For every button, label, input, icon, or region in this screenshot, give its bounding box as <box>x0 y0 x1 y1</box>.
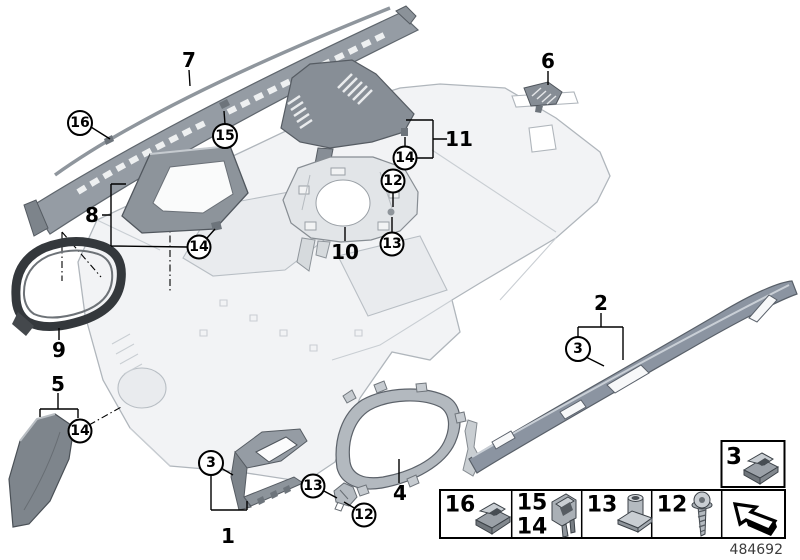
legend-box-3[interactable]: 3 <box>720 440 786 488</box>
cage-nut-icon <box>616 494 654 533</box>
callout-circle-13-bottom[interactable]: 13 <box>300 473 326 499</box>
part-5-end-cap <box>8 413 75 528</box>
callout-circle-3-right[interactable]: 3 <box>565 336 591 362</box>
callout-circle-15[interactable]: 15 <box>212 123 238 149</box>
screw-icon <box>691 491 713 537</box>
callout-label-8[interactable]: 8 <box>85 203 99 227</box>
legend-cell-13[interactable]: 13 <box>587 493 654 533</box>
callout-circle-12-bottom-label[interactable]: 12 <box>354 507 373 523</box>
legend-cell-12[interactable]: 12 <box>657 491 713 537</box>
callout-circle-14-mid[interactable]: 14 <box>186 234 212 260</box>
part-2-trim-strip <box>468 280 798 474</box>
legend-cell-15-14[interactable]: 15 14 <box>517 491 577 540</box>
spring-clip-icon <box>551 493 577 538</box>
bracket-11 <box>406 119 447 159</box>
callout-label-6[interactable]: 6 <box>541 49 555 73</box>
leader-3-right <box>585 356 605 367</box>
part-8-hood-trim <box>121 145 249 234</box>
callout-label-2[interactable]: 2 <box>594 291 608 315</box>
page-arrow-icon[interactable] <box>732 502 778 536</box>
callout-circle-3-left[interactable]: 3 <box>198 450 224 476</box>
callout-circle-13-center[interactable]: 13 <box>379 231 405 257</box>
callout-circle-16[interactable]: 16 <box>67 110 93 136</box>
part-9-seal-ring <box>11 237 126 336</box>
clip-target-14-mid <box>211 221 222 231</box>
callout-label-7[interactable]: 7 <box>182 48 196 72</box>
leader-14-left <box>88 405 124 426</box>
bracket-2 <box>577 313 624 360</box>
leader-7 <box>188 69 191 87</box>
part-4-cluster-surround <box>335 380 467 497</box>
callout-label-4[interactable]: 4 <box>393 481 407 505</box>
leader-15 <box>223 110 226 125</box>
callout-circle-12-center-label[interactable]: 12 <box>383 173 402 189</box>
leader-16 <box>90 126 111 140</box>
legend-table: 16 15 14 13 <box>439 489 786 540</box>
callout-circle-14-top-label[interactable]: 14 <box>395 150 415 166</box>
projection-lines-part9 <box>61 231 102 281</box>
legend-cell-13-label[interactable]: 13 <box>587 493 618 518</box>
clip-target-14-top <box>401 128 408 136</box>
clamp-clip-icon <box>742 452 780 485</box>
legend-cell-16[interactable]: 16 <box>445 493 512 535</box>
legend-cell-continue[interactable] <box>732 502 778 536</box>
callout-circle-15-label[interactable]: 15 <box>215 128 234 144</box>
callout-circle-16-label[interactable]: 16 <box>70 115 89 131</box>
legend-cell-16-label[interactable]: 16 <box>445 493 476 518</box>
callout-label-5[interactable]: 5 <box>51 372 65 396</box>
bracket-5 <box>39 393 79 418</box>
part-10-carrier-bracket <box>282 156 419 272</box>
callout-circle-13-bottom-label[interactable]: 13 <box>303 478 322 494</box>
callout-circle-14-mid-label[interactable]: 14 <box>189 239 209 255</box>
callout-circle-13-center-label[interactable]: 13 <box>382 236 401 252</box>
drawing-number: 484692 <box>730 542 783 558</box>
legend-cell-14-label[interactable]: 14 <box>517 515 548 540</box>
legend-box-3-label[interactable]: 3 <box>726 444 742 470</box>
callout-circle-3-left-label[interactable]: 3 <box>206 455 216 471</box>
leader-14-mid <box>206 228 216 239</box>
callout-circle-12-center[interactable]: 12 <box>380 168 406 194</box>
callout-circle-12-bottom[interactable]: 12 <box>351 502 377 528</box>
leader-13-bottom <box>321 489 338 499</box>
callout-label-1[interactable]: 1 <box>221 524 235 548</box>
leader-3-left <box>220 467 234 476</box>
callout-circle-14-left-label[interactable]: 14 <box>70 423 90 439</box>
callout-circle-14-left[interactable]: 14 <box>67 418 93 444</box>
callout-label-9[interactable]: 9 <box>52 338 66 362</box>
bracket-8 <box>102 183 188 248</box>
part-1-knee-trim <box>230 428 308 511</box>
latch-bracket-part <box>333 482 358 512</box>
screw-boss-target <box>387 208 395 216</box>
clamp-clip-icon <box>474 502 512 535</box>
callout-label-11[interactable]: 11 <box>445 127 473 151</box>
bracket-1 <box>210 475 248 511</box>
callout-circle-3-right-label[interactable]: 3 <box>573 341 583 357</box>
part-6-side-grille <box>523 81 563 113</box>
callout-label-10[interactable]: 10 <box>331 240 359 264</box>
callout-circle-14-top[interactable]: 14 <box>392 145 418 171</box>
legend-cell-15-label[interactable]: 15 <box>517 491 548 516</box>
legend-cell-12-label[interactable]: 12 <box>657 493 688 518</box>
